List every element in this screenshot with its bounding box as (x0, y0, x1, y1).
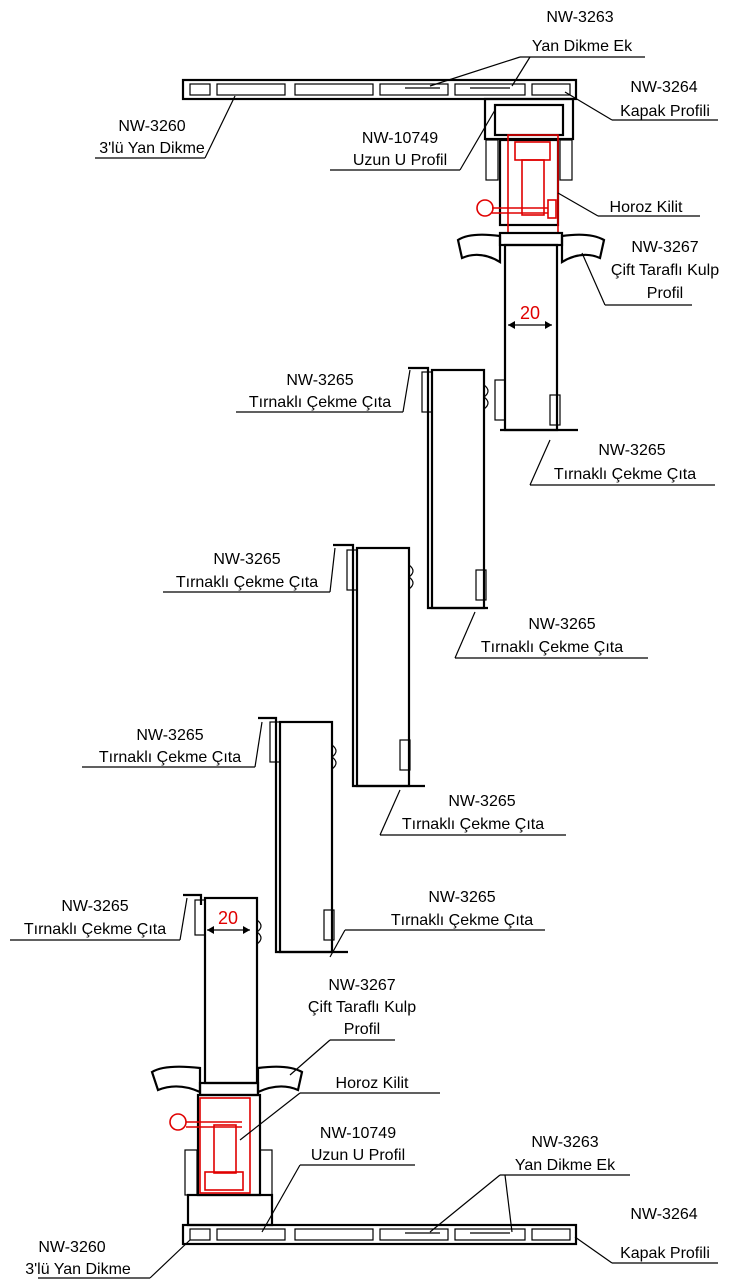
top-horoz-lock (476, 134, 559, 234)
bottom-uzun-u-name: Uzun U Profil (311, 1147, 405, 1164)
sliding-panel-2 (333, 543, 425, 788)
bottom-3lu-name: 3'lü Yan Dikme (25, 1261, 131, 1278)
bottom-handle-profile (150, 1065, 304, 1097)
top-yan-dikme-ek-name: Yan Dikme Ek (532, 38, 633, 55)
cekme-right-1-name: Tırnaklı Çekme Çıta (554, 466, 696, 483)
bottom-kulp-code: NW-3267 (328, 977, 395, 994)
top-handle-profile (456, 231, 606, 264)
bottom-kapak-name: Kapak Profili (620, 1245, 710, 1262)
cekme-left-1-code: NW-3265 (286, 372, 353, 389)
cekme-right-4-name: Tırnaklı Çekme Çıta (391, 912, 533, 929)
bottom-yan-dikme-ek-name: Yan Dikme Ek (515, 1157, 616, 1174)
bottom-horoz-label: Horoz Kilit (336, 1075, 409, 1092)
cekme-right-4-code: NW-3265 (428, 889, 495, 906)
top-3lu-code: NW-3260 (118, 118, 185, 135)
cekme-right-3-code: NW-3265 (448, 793, 515, 810)
cekme-right-2-code: NW-3265 (528, 616, 595, 633)
top-lock-housing (483, 97, 575, 227)
bottom-kapak-code: NW-3264 (630, 1206, 697, 1223)
top-uzun-u-name: Uzun U Profil (353, 152, 447, 169)
bottom-3lu-code: NW-3260 (38, 1239, 105, 1256)
top-yan-dikme-ek-code: NW-3263 (546, 9, 613, 26)
bottom-uzun-u-code: NW-10749 (320, 1125, 396, 1142)
bottom-frame-rail (181, 1223, 578, 1246)
bottom-kulp-name2: Profil (344, 1021, 380, 1038)
sliding-panel-1 (408, 366, 489, 610)
top-kapak-name: Kapak Profili (620, 103, 710, 120)
top-glass-panel (494, 243, 578, 432)
sliding-panel-3 (258, 716, 348, 954)
cekme-left-4-code: NW-3265 (61, 898, 128, 915)
top-frame-rail (181, 78, 578, 101)
bottom-gap-dimension-value: 20 (218, 908, 238, 928)
top-kulp-name1: Çift Taraflı Kulp (611, 262, 719, 279)
leader-lines (10, 56, 718, 1279)
bottom-kulp-name1: Çift Taraflı Kulp (308, 999, 416, 1016)
bottom-horoz-lock (169, 1097, 251, 1194)
cekme-right-2-name: Tırnaklı Çekme Çıta (481, 639, 623, 656)
top-gap-dimension (508, 321, 552, 329)
top-kulp-name2: Profil (647, 285, 683, 302)
top-3lu-name: 3'lü Yan Dikme (99, 140, 205, 157)
top-kapak-code: NW-3264 (630, 79, 697, 96)
top-gap-dimension-value: 20 (520, 303, 540, 323)
cekme-left-2-code: NW-3265 (213, 551, 280, 568)
cekme-left-4-name: Tırnaklı Çekme Çıta (24, 921, 166, 938)
bottom-gap-dimension (207, 926, 250, 934)
bottom-lock-housing (184, 1093, 274, 1227)
cekme-left-3-code: NW-3265 (136, 727, 203, 744)
top-uzun-u-code: NW-10749 (362, 130, 438, 147)
cekme-right-1-code: NW-3265 (598, 442, 665, 459)
bottom-yan-dikme-ek-code: NW-3263 (531, 1134, 598, 1151)
cekme-left-2-name: Tırnaklı Çekme Çıta (176, 574, 318, 591)
cekme-left-3-name: Tırnaklı Çekme Çıta (99, 749, 241, 766)
cekme-left-1-name: Tırnaklı Çekme Çıta (249, 394, 391, 411)
cekme-right-3-name: Tırnaklı Çekme Çıta (402, 816, 544, 833)
top-kulp-code: NW-3267 (631, 239, 698, 256)
top-horoz-label: Horoz Kilit (610, 199, 683, 216)
